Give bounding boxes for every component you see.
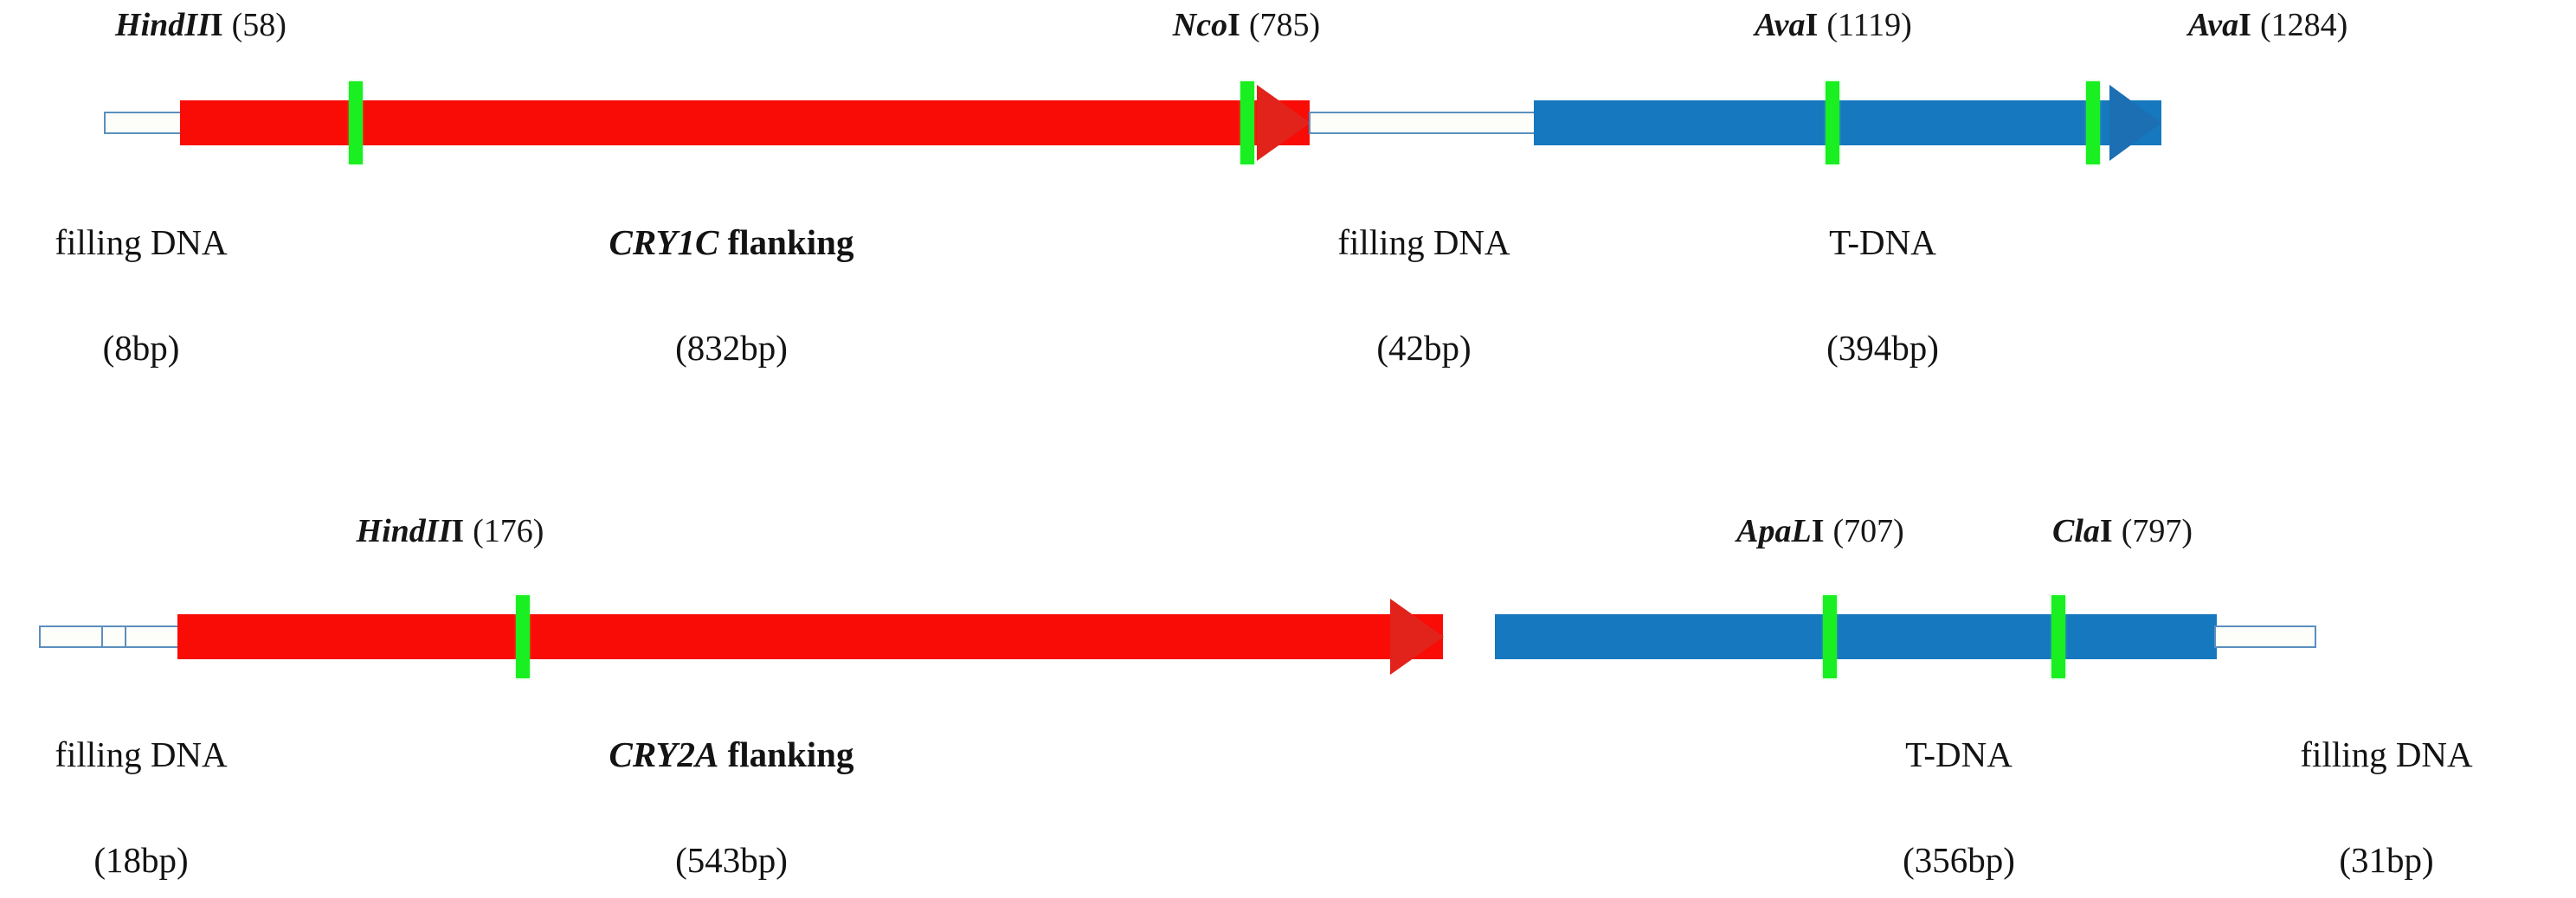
segment-cry1c-flanking-bar — [180, 100, 1310, 145]
segment-length-filling-dna-left: (18bp) — [93, 840, 189, 880]
segment-length-filling-dna-right: (31bp) — [2339, 840, 2434, 880]
site-label-ncoi-785: NcoI(785) — [1173, 9, 1320, 42]
site-label-hindiii-58: HindIII(58) — [115, 9, 287, 42]
segment-length-cry2a-flanking: (543bp) — [675, 840, 788, 880]
enzyme-name: ApaLI — [1736, 513, 1825, 549]
segment-filling-dna-middle — [1309, 112, 1537, 134]
segment-length-tdna: (394bp) — [1826, 328, 1939, 368]
segment-cry2a-flanking-bar — [177, 614, 1443, 659]
enzyme-name: HindIII — [356, 513, 465, 549]
segment-label-filling-dna-right: filling DNA — [2300, 734, 2473, 774]
segment-filling-dna-left — [104, 112, 185, 134]
segment-tdna-bar — [1534, 100, 2161, 145]
segment-length-cry1c-flanking: (832bp) — [675, 328, 788, 368]
enzyme-name: AvaI — [1755, 7, 1819, 43]
segment-label-cry1c-flanking: CRY1C flanking — [609, 222, 854, 262]
tdna-arrowhead-icon — [2109, 85, 2161, 161]
site-label-clai-797: ClaI(797) — [2052, 515, 2193, 548]
restriction-tick-avai-1119 — [1826, 81, 1839, 164]
segment-label-filling-dna-left: filling DNA — [55, 734, 228, 774]
enzyme-name: HindIII — [115, 7, 223, 43]
segment-label-tdna: T-DNA — [1829, 222, 1936, 262]
site-label-avai-1119: AvaI(1119) — [1755, 9, 1912, 42]
site-label-apali-707: ApaLI(707) — [1736, 515, 1904, 548]
restriction-tick-clai-797 — [2051, 595, 2065, 678]
enzyme-position: (707) — [1832, 513, 1904, 549]
stub-divider — [101, 627, 103, 646]
segment-filling-dna-right — [2214, 625, 2316, 648]
restriction-tick-hindiii-58 — [349, 81, 363, 164]
enzyme-name: NcoI — [1172, 7, 1240, 43]
restriction-tick-apali-707 — [1823, 595, 1837, 678]
cry1c-flanking-arrowhead-icon — [1257, 85, 1311, 161]
restriction-tick-ncoi-785 — [1240, 81, 1254, 164]
segment-label-tdna: T-DNA — [1905, 734, 2012, 774]
enzyme-position: (1284) — [2259, 7, 2348, 43]
segment-tdna-bar — [1495, 614, 2217, 659]
enzyme-position: (1119) — [1826, 7, 1912, 43]
segment-length-tdna: (356bp) — [1903, 840, 2015, 880]
segment-label-cry2a-flanking: CRY2A flanking — [609, 734, 854, 774]
restriction-tick-avai-1284 — [2086, 81, 2100, 164]
segment-length-filling-dna-middle: (42bp) — [1376, 328, 1472, 368]
cry2a-flanking-arrowhead-icon — [1390, 599, 1444, 675]
restriction-tick-hindiii-176 — [516, 595, 530, 678]
stub-divider — [125, 627, 126, 646]
enzyme-name: ClaI — [2051, 513, 2113, 549]
site-label-hindiii-176: HindIII(176) — [357, 515, 544, 548]
enzyme-position: (797) — [2121, 513, 2193, 549]
segment-filling-dna-left — [39, 625, 182, 648]
construct-track-cry2a — [0, 595, 2576, 701]
site-label-avai-1284: AvaI(1284) — [2188, 9, 2348, 42]
segment-label-filling-dna-left: filling DNA — [55, 222, 228, 262]
enzyme-position: (785) — [1248, 7, 1321, 43]
construct-track-cry1c — [0, 81, 2576, 187]
segment-label-filling-dna-middle: filling DNA — [1337, 222, 1510, 262]
enzyme-position: (58) — [231, 7, 287, 43]
enzyme-position: (176) — [473, 513, 544, 549]
enzyme-name: AvaI — [2187, 7, 2251, 43]
segment-length-filling-dna-left: (8bp) — [102, 328, 180, 368]
